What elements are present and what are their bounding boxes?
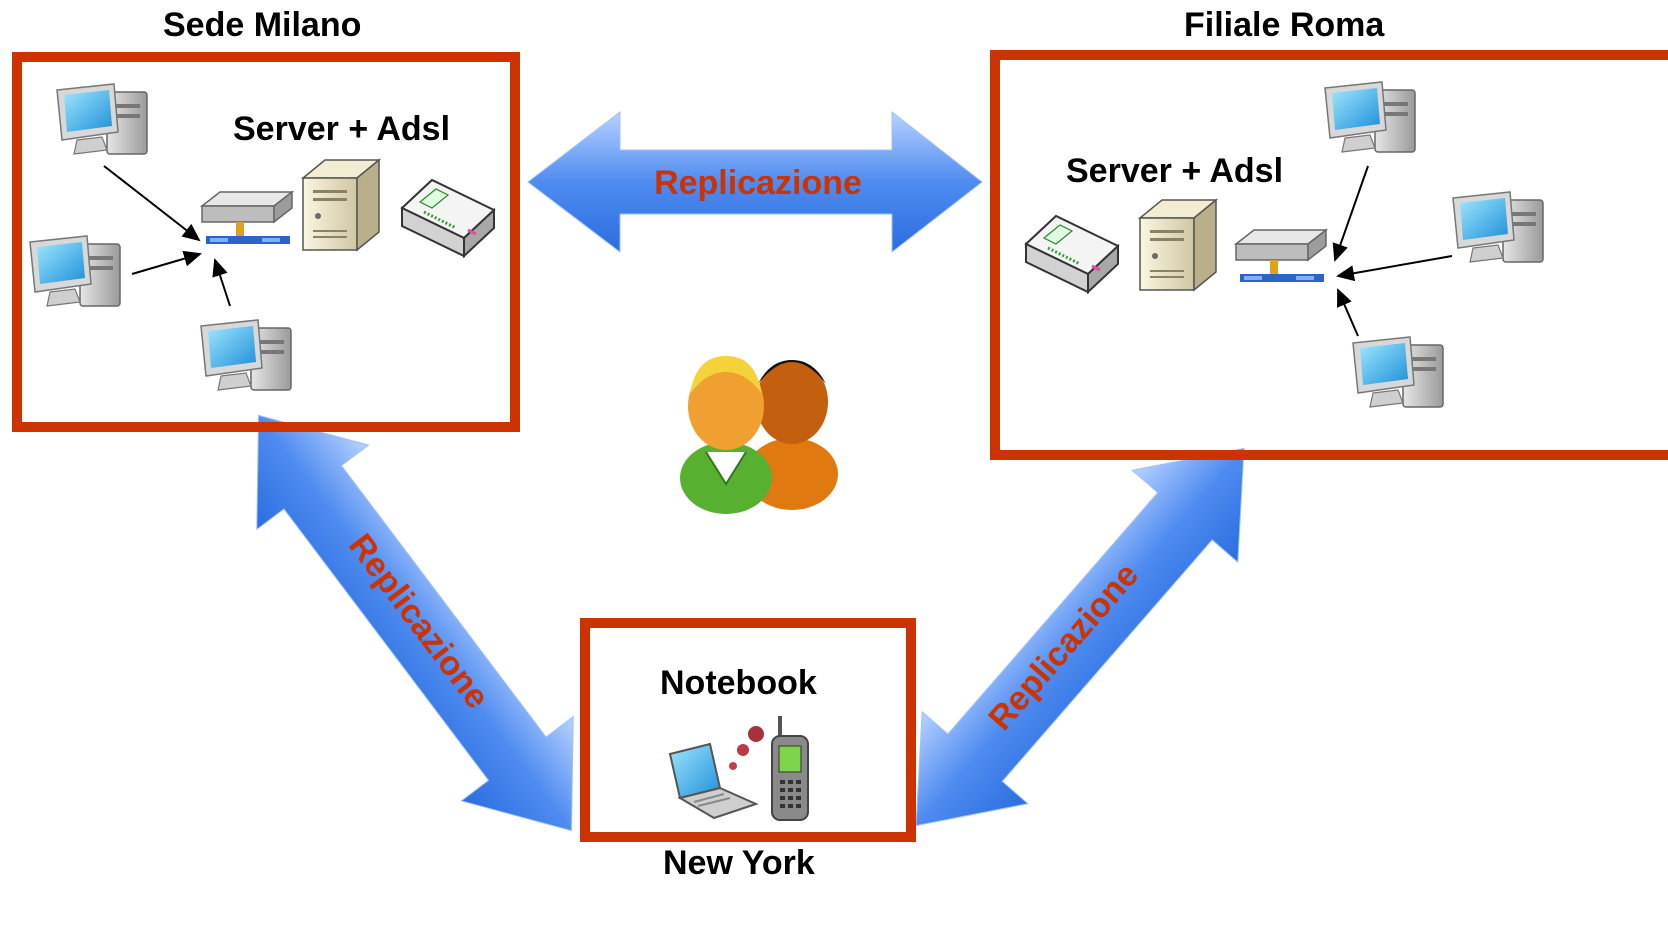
milano-connectors (103, 165, 231, 307)
roma-node-label: Server + Adsl (1066, 152, 1284, 190)
arrow-milano-roma (527, 110, 983, 254)
site-title-newyork: New York (663, 844, 815, 882)
mobile-phone-icon (771, 716, 809, 821)
newyork-node-label: Notebook (660, 664, 817, 702)
link-label-milano-roma: Replicazione (654, 164, 862, 202)
arrow-roma-newyork (915, 447, 1245, 827)
users-icon (680, 356, 838, 514)
site-box-roma (990, 50, 1668, 460)
laptop-icon (668, 742, 759, 820)
milano-node-label: Server + Adsl (233, 110, 451, 148)
site-box-milano (12, 52, 520, 432)
site-title-roma: Filiale Roma (1184, 6, 1385, 44)
arrow-milano-newyork (256, 414, 574, 832)
signal-dots (729, 726, 764, 770)
site-title-milano: Sede Milano (163, 6, 362, 44)
site-box-newyork (580, 618, 916, 842)
roma-connectors (1332, 165, 1453, 337)
